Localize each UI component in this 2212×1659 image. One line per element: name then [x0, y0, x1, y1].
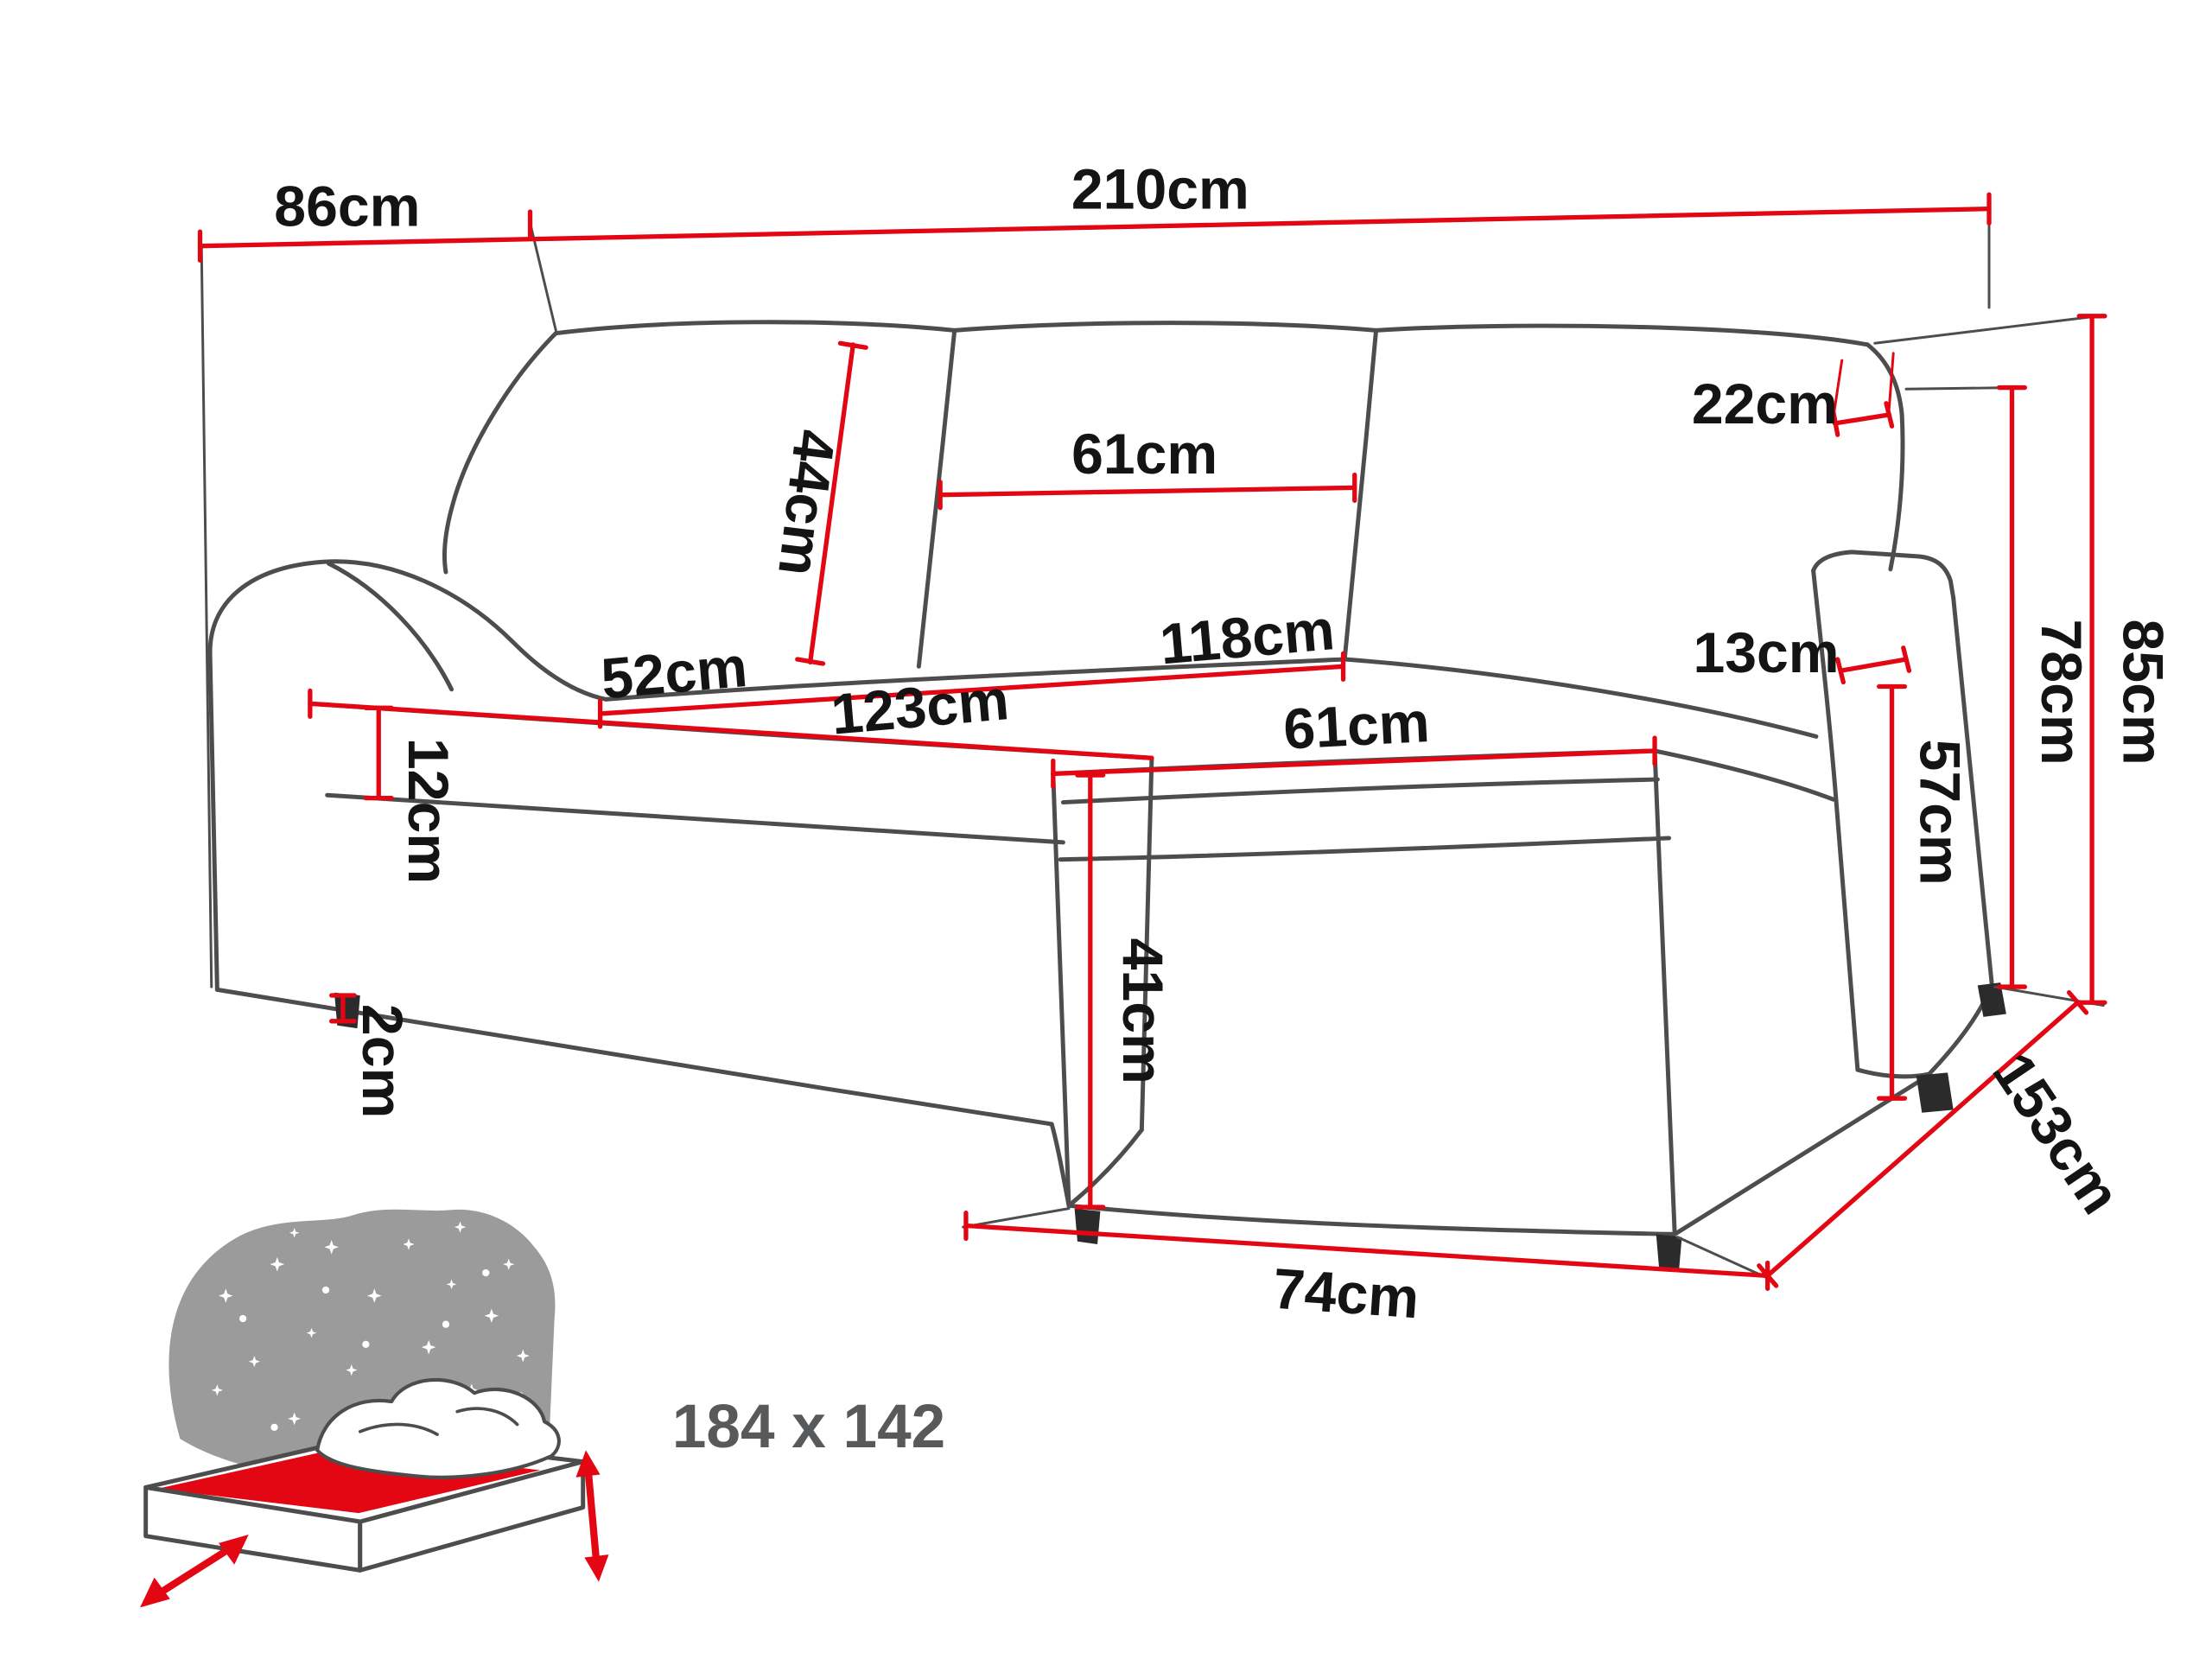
- dim-line-back-cushion-width: [938, 472, 1357, 511]
- dim-line-seat-front: [308, 688, 1154, 760]
- dim-label-backrest-top: 22cm: [1692, 372, 1838, 436]
- width-arrow: [153, 1543, 236, 1599]
- blanket: [315, 1377, 561, 1479]
- dim-label-chaise-seat-width: 61cm: [1282, 690, 1432, 762]
- dim-line-armrest-height: [1877, 683, 1908, 1101]
- dim-line-height-total: [2076, 314, 2107, 1005]
- dim-label-back-cushion-width: 61cm: [1071, 423, 1217, 486]
- length-arrow: [585, 1472, 600, 1560]
- sofa-bed-function-icon: [140, 1209, 609, 1608]
- dim-line-chaise-height: [1075, 772, 1106, 1210]
- extension-lines: [200, 206, 2105, 1281]
- dim-label-armrest-height: 57cm: [1908, 739, 1972, 885]
- dim-label-depth-top: 86cm: [274, 175, 420, 238]
- blanket-folds: [358, 1407, 519, 1436]
- dim-line-leg-clearance: [329, 993, 357, 1024]
- dim-line-backrest-top: [1831, 352, 1895, 437]
- mattress-side-right: [358, 1459, 586, 1573]
- width-arrow-head-1: [140, 1577, 170, 1608]
- dim-label-seat-width: 123cm: [829, 668, 1012, 747]
- dim-label-corner-seat-width: 118cm: [1157, 598, 1337, 677]
- dim-label-width-total: 210cm: [1071, 158, 1249, 222]
- sleeping-area-label: 184 x 142: [672, 1393, 945, 1461]
- dim-label-chaise-height: 41cm: [1110, 938, 1174, 1084]
- dim-line-width-and-depth: [197, 192, 1992, 263]
- dimension-lines: [197, 192, 2107, 1291]
- dim-label-seat-thickness: 12cm: [396, 738, 460, 884]
- sofa-outline: [207, 320, 1994, 1236]
- dim-line-back-cushion-height: [795, 340, 868, 666]
- dim-label-leg-clearance: 2cm: [350, 1004, 414, 1118]
- length-arrow-head-1: [575, 1450, 601, 1478]
- width-arrow-head-2: [219, 1535, 249, 1565]
- dim-label-seat-depth: 52cm: [599, 635, 750, 712]
- dim-line-chaise-seat: [1051, 735, 1657, 789]
- dim-label-chaise-width: 74cm: [1271, 1257, 1421, 1332]
- dim-line-armrest-width: [1835, 645, 1912, 685]
- dim-label-armrest-width: 13cm: [1693, 621, 1839, 685]
- dim-line-seat-thickness: [363, 705, 394, 801]
- dim-label-height-total: 85cm: [2110, 619, 2174, 765]
- dim-label-depth-total: 153cm: [1980, 1042, 2133, 1225]
- dim-line-height-backrest: [1996, 385, 2028, 989]
- dim-label-back-cushion-height: 44cm: [766, 426, 847, 579]
- length-arrow-head-2: [584, 1554, 609, 1582]
- dim-label-height-backrest: 78cm: [2029, 619, 2093, 765]
